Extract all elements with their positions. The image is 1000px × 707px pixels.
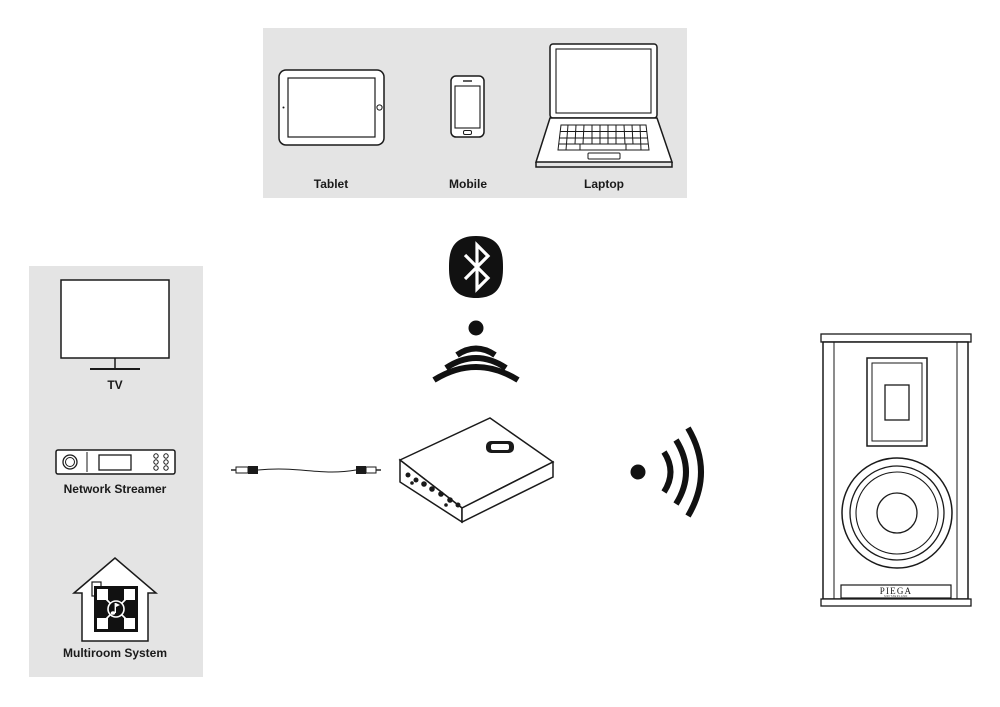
speaker-brand-logo: PIEGA: [880, 586, 913, 596]
laptop-icon: [534, 43, 674, 168]
tv-label: TV: [107, 378, 123, 392]
wireless-receiver-icon: [398, 417, 555, 524]
tablet-label: Tablet: [313, 177, 349, 191]
tablet-icon: [278, 69, 385, 146]
network-streamer-label: Network Streamer: [63, 482, 167, 496]
mobile-label: Mobile: [449, 177, 487, 191]
multiroom-system-label: Multiroom System: [62, 646, 168, 660]
bluetooth-icon: [449, 236, 503, 298]
network-streamer-icon: [55, 449, 176, 475]
speaker-brand-sub: SWITZERLAND: [884, 595, 908, 598]
multiroom-house-icon: [71, 557, 159, 642]
wireless-signal-right-icon: [630, 426, 704, 518]
speaker-icon: PIEGA SWITZERLAND: [820, 333, 972, 607]
tv-icon: [60, 279, 170, 370]
audio-cable-icon: [231, 466, 381, 474]
mobile-icon: [450, 75, 485, 138]
laptop-label: Laptop: [584, 177, 624, 191]
wireless-signal-down-icon: [432, 320, 520, 383]
